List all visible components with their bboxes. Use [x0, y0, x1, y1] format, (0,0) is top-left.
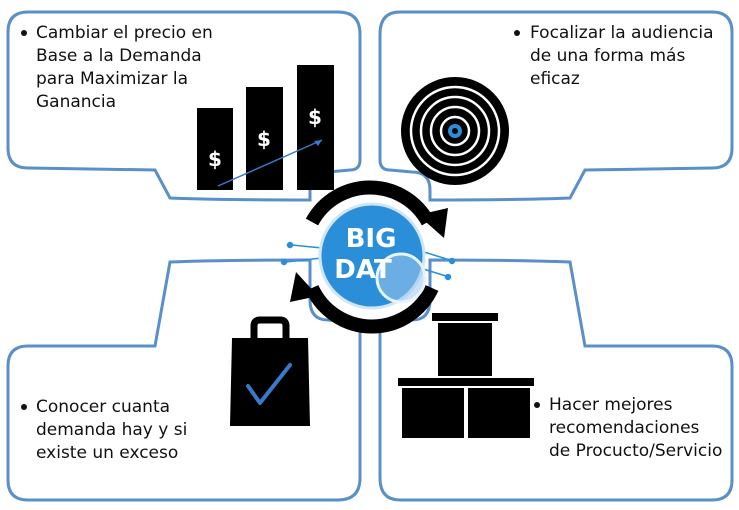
- text-line: Cambiar el precio en: [36, 23, 213, 43]
- text-line: recomendaciones: [549, 418, 700, 438]
- dollar-bar-chart-icon: $ $ $: [197, 65, 334, 190]
- text-line: Focalizar la audiencia: [530, 23, 714, 43]
- text-line: Hacer mejores: [549, 395, 673, 415]
- text-top-left: Cambiar el precio en Base a la Demanda p…: [36, 22, 213, 114]
- dollar-sign-3: $: [308, 105, 322, 129]
- text-bottom-right: Hacer mejores recomendaciones de Procuct…: [549, 394, 722, 463]
- boxes-icon: [398, 313, 534, 438]
- text-line: de Procucto/Servicio: [549, 441, 723, 461]
- bullet-dot-top-left: [21, 30, 27, 36]
- dollar-bar-1: [197, 108, 233, 190]
- quadrant-frame-top-right: [378, 10, 734, 202]
- trend-arrow: [217, 139, 323, 187]
- text-line: para Maximizar la: [36, 69, 189, 89]
- text-line: Base a la Demanda: [36, 46, 202, 66]
- text-line: Conocer cuanta: [36, 397, 171, 417]
- text-bottom-left: Conocer cuanta demanda hay y si existe u…: [36, 396, 187, 465]
- big-data-cycle-icon: BIG DAT: [280, 180, 456, 334]
- bullet-dot-top-right: [514, 30, 520, 36]
- big-data-text-1: BIG: [346, 224, 397, 254]
- text-line: existe un exceso: [36, 443, 179, 463]
- dollar-bar-2: [246, 87, 283, 190]
- text-line: Ganancia: [36, 92, 117, 112]
- bullet-dot-bottom-left: [21, 404, 27, 410]
- big-data-text-2: DAT: [334, 255, 392, 285]
- quadrant-frame-top-left: [6, 10, 362, 202]
- dollar-sign-1: $: [208, 147, 222, 171]
- target-icon: [401, 77, 509, 185]
- text-line: de una forma más: [530, 46, 686, 66]
- dollar-sign-2: $: [257, 127, 271, 151]
- dollar-bar-3: [297, 65, 334, 190]
- text-top-right: Focalizar la audiencia de una forma más …: [530, 22, 714, 91]
- trend-arrow-head: [314, 140, 322, 146]
- text-line: demanda hay y si: [36, 420, 188, 440]
- text-line: eficaz: [530, 69, 580, 89]
- shopping-bag-check-icon: [230, 316, 310, 426]
- bullet-dot-bottom-right: [534, 402, 540, 408]
